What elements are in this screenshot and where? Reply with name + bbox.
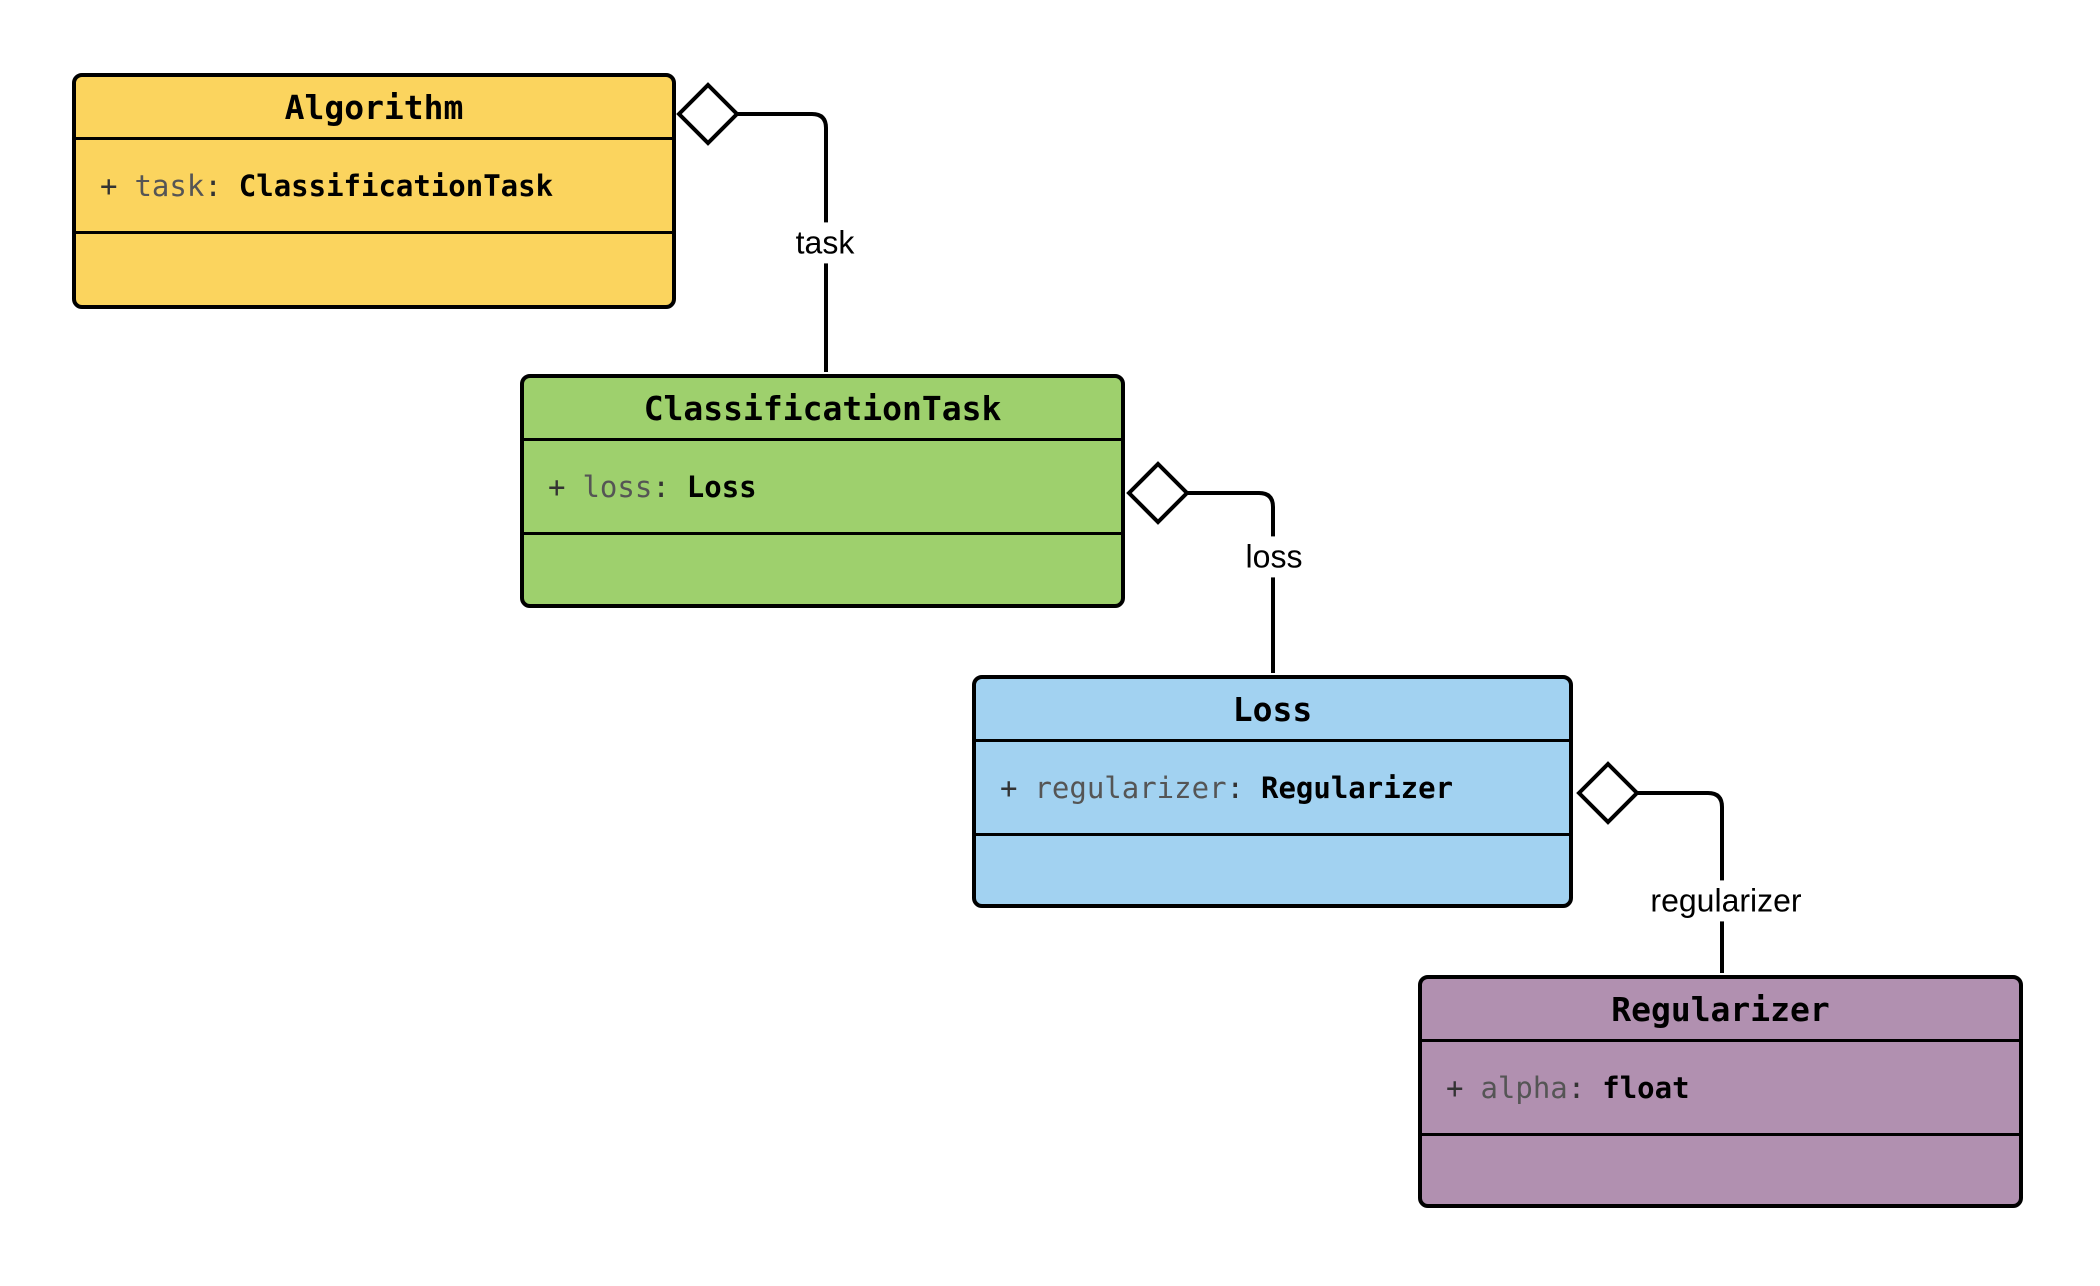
attribute-separator: :: [1567, 1070, 1586, 1105]
attribute-type: float: [1602, 1070, 1690, 1105]
attribute-name: loss: [582, 469, 653, 504]
class-box-loss: Loss + regularizer: Regularizer: [972, 675, 1573, 908]
class-title: ClassificationTask: [524, 378, 1121, 441]
attribute-visibility: +: [1446, 1070, 1464, 1105]
class-operations-section: [76, 234, 672, 305]
class-attribute-row: + loss: Loss: [524, 441, 1121, 535]
attribute-separator: :: [1226, 770, 1244, 805]
relation-label-regularizer: regularizer: [1641, 880, 1811, 922]
class-attribute-row: + task: ClassificationTask: [76, 140, 672, 234]
attribute-type: ClassificationTask: [238, 168, 554, 203]
class-title: Loss: [976, 679, 1569, 742]
class-operations-section: [976, 836, 1569, 904]
class-attribute-row: + alpha: float: [1422, 1042, 2019, 1136]
attribute-name: alpha: [1480, 1070, 1568, 1105]
class-box-algorithm: Algorithm + task: ClassificationTask: [72, 73, 676, 309]
class-box-regularizer: Regularizer + alpha: float: [1418, 975, 2023, 1208]
aggregation-connector-loss: [1187, 491, 1275, 673]
class-box-classificationtask: ClassificationTask + loss: Loss: [520, 374, 1125, 608]
class-title: Regularizer: [1422, 979, 2019, 1042]
attribute-name: task: [134, 168, 205, 203]
attribute-separator: :: [204, 168, 222, 203]
class-title: Algorithm: [76, 77, 672, 140]
relation-label-loss: loss: [1236, 536, 1312, 578]
relation-label-task: task: [786, 222, 864, 264]
class-attribute-row: + regularizer: Regularizer: [976, 742, 1569, 836]
attribute-visibility: +: [548, 469, 566, 504]
attribute-visibility: +: [100, 168, 118, 203]
class-operations-section: [524, 535, 1121, 604]
aggregation-diamond-regularizer: [1576, 761, 1640, 825]
aggregation-connector-task: [737, 112, 828, 372]
aggregation-connector-regularizer: [1637, 791, 1724, 973]
class-operations-section: [1422, 1136, 2019, 1204]
attribute-type: Loss: [686, 469, 757, 504]
aggregation-diamond-loss: [1126, 461, 1190, 525]
aggregation-diamond-task: [676, 82, 740, 146]
attribute-visibility: +: [1000, 770, 1018, 805]
attribute-name: regularizer: [1034, 770, 1227, 805]
attribute-separator: :: [652, 469, 670, 504]
attribute-type: Regularizer: [1261, 770, 1454, 805]
